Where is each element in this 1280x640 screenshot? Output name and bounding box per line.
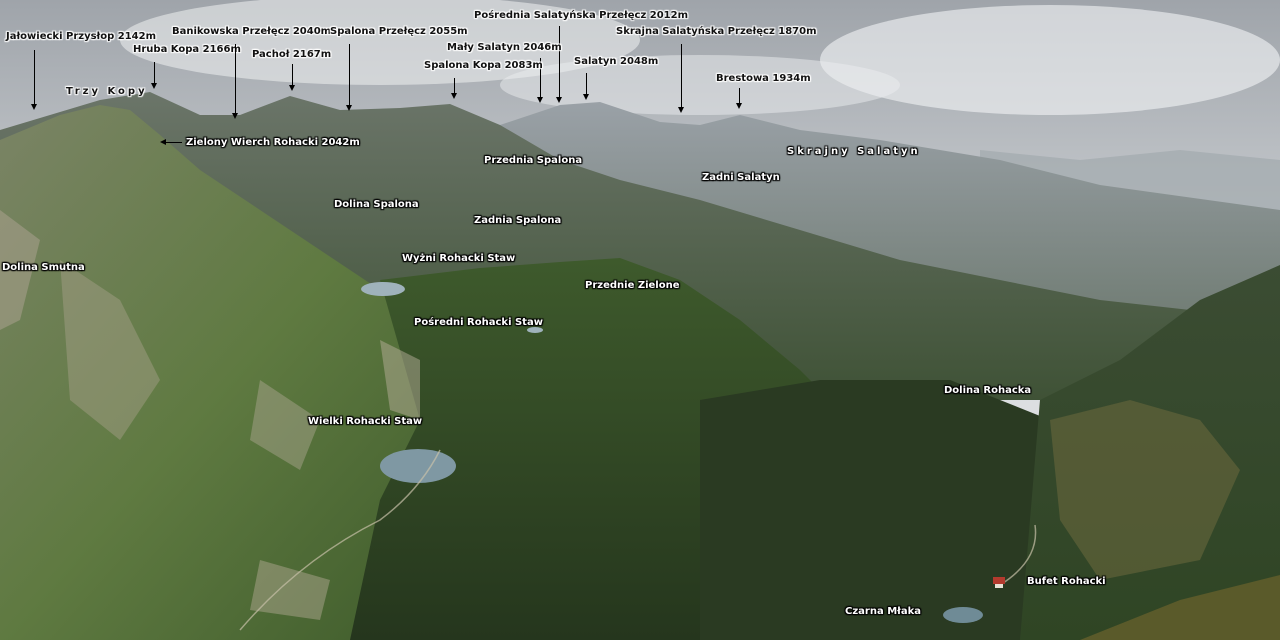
pointer-arrow-icon [583,73,589,100]
label-skrajny-salatyn: Skrajny Salatyn [787,146,921,157]
label-jalowiecki-przyslop: Jałowiecki Przysłop 2142m [6,31,157,42]
pointer-arrow-icon [556,26,562,103]
label-spalona-kopa: Spalona Kopa 2083m [424,60,543,71]
pointer-arrow-icon [537,58,543,103]
label-przednia-spalona: Przednia Spalona [484,155,583,166]
label-wielki-rohacki-staw: Wielki Rohacki Staw [308,416,423,427]
label-dolina-spalona: Dolina Spalona [334,199,419,210]
pointer-arrow-icon [160,139,182,145]
label-hruba-kopa: Hruba Kopa 2166m [133,44,241,55]
label-pachol: Pachoł 2167m [252,49,332,60]
label-maly-salatyn: Mały Salatyn 2046m [447,42,562,53]
label-dolina-rohacka: Dolina Rohacka [944,385,1032,396]
label-banikowska-przelecz: Banikowska Przełęcz 2040m [172,26,332,37]
label-trzy-kopy: Trzy Kopy [66,86,148,97]
pointer-arrow-icon [678,44,684,113]
label-salatyn: Salatyn 2048m [574,56,659,67]
label-dolina-smutna: Dolina Smutna [2,262,85,273]
label-skrajna-salatynska-przelecz: Skrajna Salatyńska Przełęcz 1870m [616,26,817,37]
label-spalona-przelecz: Spalona Przełęcz 2055m [330,26,468,37]
label-czarna-mlaka: Czarna Młaka [845,606,921,617]
label-zadnia-spalona: Zadnia Spalona [474,215,562,226]
label-brestowa: Brestowa 1934m [716,73,811,84]
pointer-arrow-icon [31,50,37,110]
pointer-arrow-icon [289,64,295,91]
label-zadni-salatyn: Zadni Salatyn [702,172,780,183]
label-przednie-zielone: Przednie Zielone [585,280,680,291]
label-posredni-rohacki-staw: Pośredni Rohacki Staw [414,317,543,328]
label-wyzni-rohacki-staw: Wyżni Rohacki Staw [402,253,516,264]
pointer-arrow-icon [451,78,457,99]
label-zielony-wierch-rohacki: Zielony Wierch Rohacki 2042m [186,137,360,148]
label-bufet-rohacki: Bufet Rohacki [1027,576,1106,587]
pointer-arrow-icon [736,88,742,109]
label-posrednia-salatynska-przelecz: Pośrednia Salatyńska Przełęcz 2012m [474,10,689,21]
pointer-arrow-icon [151,62,157,89]
pointer-arrow-icon [346,44,352,111]
pointer-arrow-icon [232,44,238,119]
